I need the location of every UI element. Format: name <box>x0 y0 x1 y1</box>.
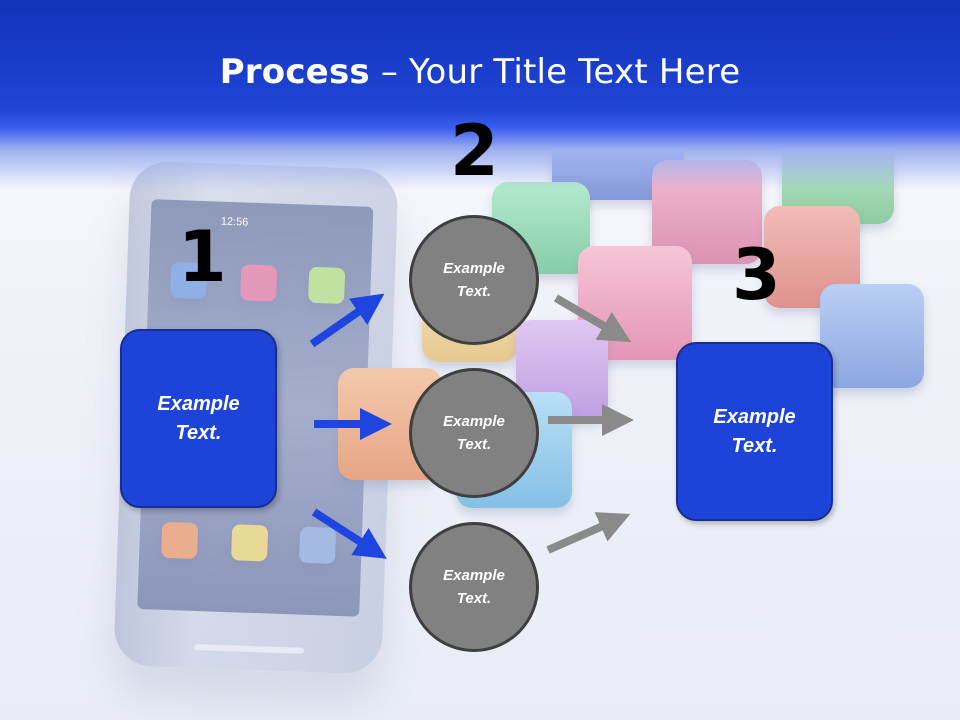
step-2-circle-middle: Example Text. <box>409 368 539 498</box>
gray-arrow-down <box>553 294 632 343</box>
title-bold: Process <box>219 52 370 92</box>
step-3-box: Example Text. <box>676 342 833 521</box>
step-2-circle-top: Example Text. <box>409 215 539 345</box>
step-2-circle-bottom: Example Text. <box>409 522 539 652</box>
title-rest: – Your Title Text Here <box>369 52 741 92</box>
step-1-box: Example Text. <box>120 329 277 508</box>
blue-arrow-down <box>311 508 387 559</box>
gray-arrow-up <box>546 512 631 554</box>
percent-icon <box>820 284 924 388</box>
step-number-3: 3 <box>732 234 781 316</box>
blue-arrow-up <box>309 293 385 348</box>
step-number-1: 1 <box>178 216 227 298</box>
slide-title: Process – Your Title Text Here <box>0 52 960 92</box>
step-3-text: Example Text. <box>713 405 796 457</box>
circle-middle-text: Example Text. <box>443 413 505 453</box>
title-band <box>0 0 960 190</box>
circle-bottom-text: Example Text. <box>443 567 505 607</box>
circle-top-text: Example Text. <box>443 260 505 300</box>
step-number-2: 2 <box>450 110 499 192</box>
step-1-text: Example Text. <box>157 392 240 444</box>
